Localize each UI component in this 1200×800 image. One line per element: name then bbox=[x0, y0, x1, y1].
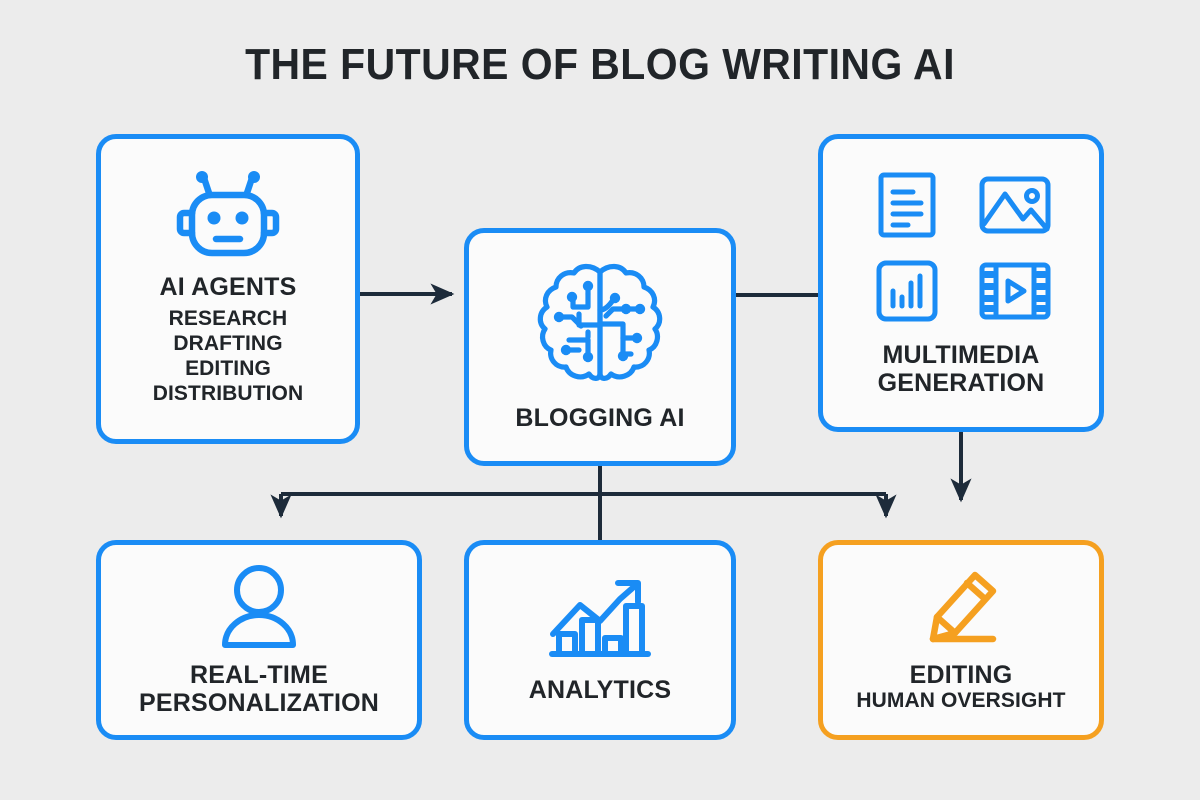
card-ai-agents-items: RESEARCH DRAFTING EDITING DISTRIBUTION bbox=[153, 307, 304, 407]
card-multimedia-title-line2: GENERATION bbox=[877, 369, 1045, 397]
card-editing-subtitle: HUMAN OVERSIGHT bbox=[856, 688, 1066, 712]
card-personalization-title-line1: REAL-TIME bbox=[190, 661, 328, 689]
list-item: RESEARCH bbox=[168, 307, 288, 331]
card-personalization-title-line2: PERSONALIZATION bbox=[138, 689, 380, 717]
card-personalization[interactable]: REAL-TIME PERSONALIZATION bbox=[96, 540, 422, 740]
card-editing[interactable]: EDITING HUMAN OVERSIGHT bbox=[818, 540, 1104, 740]
connector-blogging-ai-branch-bus bbox=[281, 466, 886, 540]
card-analytics[interactable]: ANALYTICS bbox=[464, 540, 736, 740]
multimedia-icon-grid bbox=[868, 169, 1054, 327]
growth-chart-icon bbox=[548, 576, 652, 662]
list-item: EDITING bbox=[185, 357, 271, 380]
card-multimedia-title-line1: MULTIMEDIA bbox=[882, 341, 1040, 369]
card-editing-title: EDITING bbox=[909, 660, 1013, 689]
card-blogging-ai-title: BLOGGING AI bbox=[515, 404, 685, 432]
card-ai-agents-title: AI AGENTS bbox=[159, 273, 297, 302]
robot-icon bbox=[176, 171, 280, 263]
person-icon bbox=[218, 563, 300, 649]
video-icon bbox=[978, 260, 1052, 322]
card-ai-agents[interactable]: AI AGENTS RESEARCH DRAFTING EDITING DIST… bbox=[96, 134, 360, 444]
list-item: DRAFTING bbox=[173, 332, 283, 356]
page-title: THE FUTURE OF BLOG WRITING AI bbox=[245, 40, 955, 89]
pencil-icon bbox=[915, 567, 1007, 649]
bar-chart-icon bbox=[875, 259, 939, 323]
list-item: DISTRIBUTION bbox=[152, 381, 304, 405]
image-icon bbox=[978, 174, 1052, 236]
card-analytics-title: ANALYTICS bbox=[528, 676, 672, 704]
card-blogging-ai[interactable]: BLOGGING AI bbox=[464, 228, 736, 466]
brain-circuit-icon bbox=[535, 262, 665, 390]
document-icon bbox=[876, 171, 938, 239]
card-multimedia-generation[interactable]: MULTIMEDIA GENERATION bbox=[818, 134, 1104, 432]
